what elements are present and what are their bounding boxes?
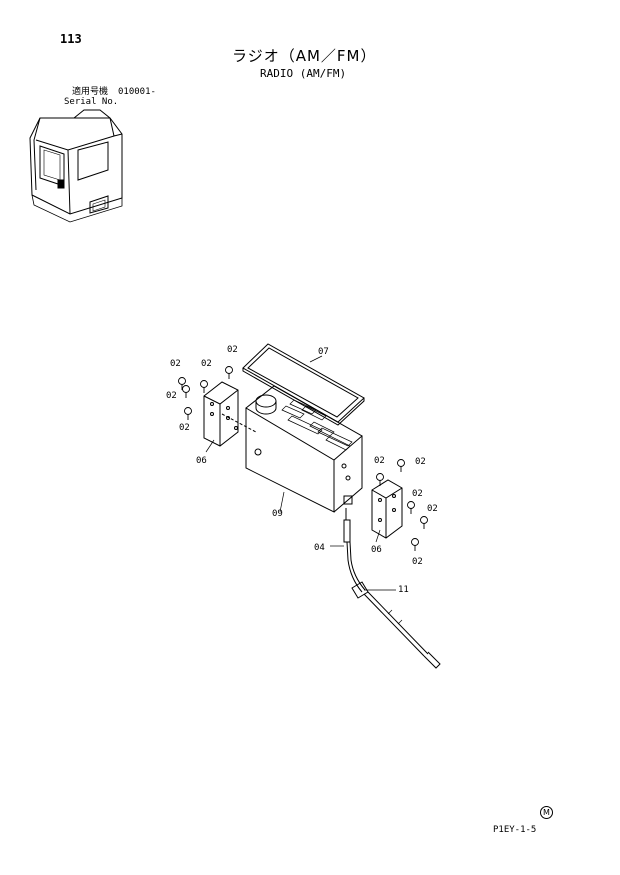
callout-02: 02 [412, 489, 423, 499]
page-code: P1EY-1-5 [493, 825, 537, 835]
page-title-japanese: ラジオ（AM／FM） [232, 47, 377, 65]
callout-09: 09 [272, 509, 283, 519]
callout-02: 02 [179, 423, 190, 433]
callout-labels: 02 02 02 02 02 06 07 09 02 02 02 02 02 0… [166, 345, 438, 595]
serial-label-english: Serial No. [64, 97, 119, 107]
antenna-11 [351, 581, 441, 669]
callout-02: 02 [415, 457, 426, 467]
callout-02: 02 [374, 456, 385, 466]
callout-02: 02 [170, 359, 181, 369]
page-number: 113 [60, 32, 82, 46]
serial-number-value: 010001- [118, 87, 156, 97]
callout-02: 02 [412, 557, 423, 567]
antenna-cable-04 [343, 508, 366, 593]
callout-06: 06 [196, 456, 207, 466]
callout-07: 07 [318, 347, 329, 357]
callout-02: 02 [227, 345, 238, 355]
bracket-06-left [203, 381, 257, 447]
model-mark: M [540, 806, 553, 819]
leader-lines [205, 355, 396, 591]
radio-body-09 [245, 385, 363, 513]
callout-02: 02 [166, 391, 177, 401]
callout-11: 11 [398, 585, 409, 595]
callout-06: 06 [371, 545, 382, 555]
bracket-06-right [371, 479, 403, 539]
serial-label-japanese: 適用号機 [72, 87, 109, 97]
cab-location-icon [29, 109, 123, 223]
callout-02: 02 [201, 359, 212, 369]
page-title-english: RADIO (AM/FM) [260, 67, 347, 80]
callout-02: 02 [427, 504, 438, 514]
screw-02-set [178, 366, 428, 551]
callout-04: 04 [314, 543, 325, 553]
